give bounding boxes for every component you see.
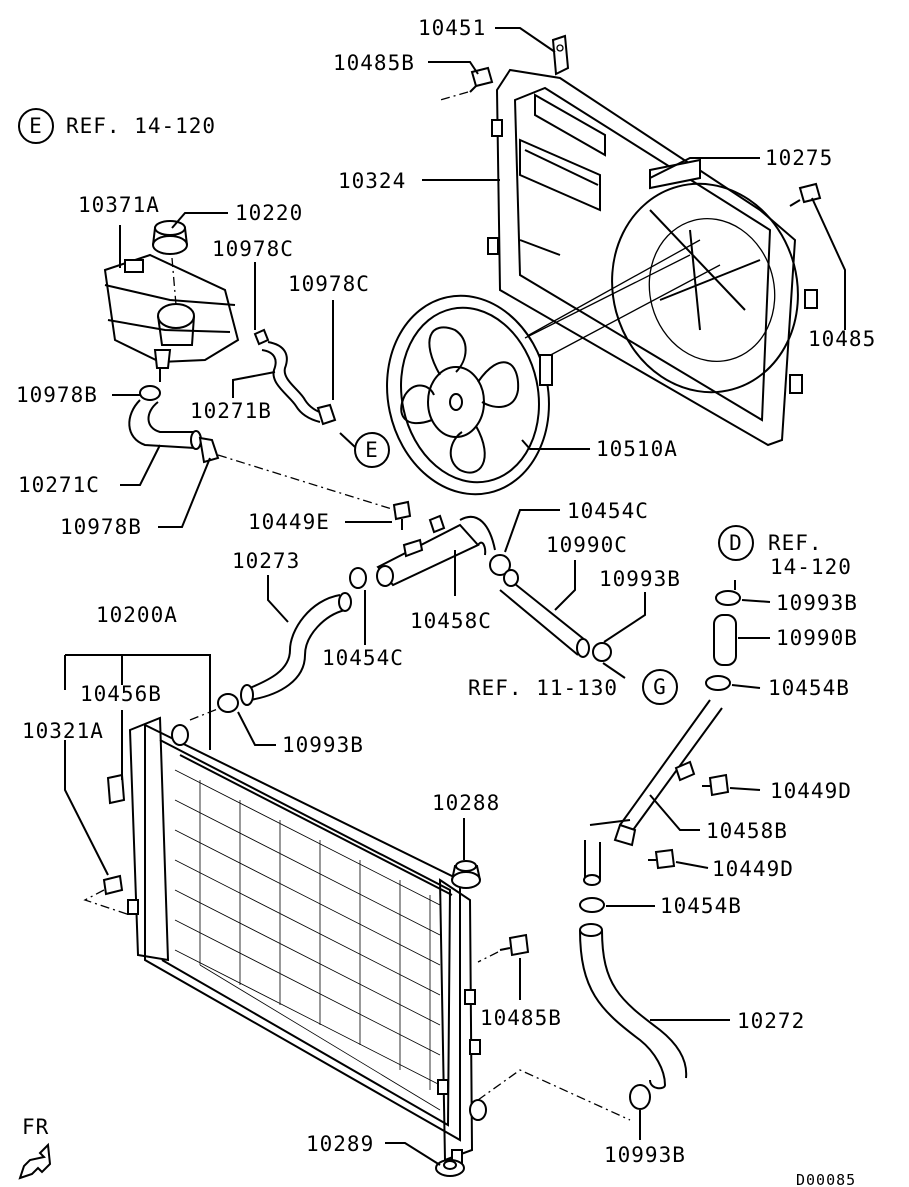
clamp-10454b-bottom [579, 897, 605, 913]
label-10449e: 10449E [248, 510, 330, 534]
connector-badge-letter: E [365, 438, 379, 462]
label-10371a: 10371A [78, 193, 160, 217]
label-10220: 10220 [235, 201, 303, 225]
label-10449d: 10449D [770, 779, 852, 803]
clamp-10454b-top [705, 675, 731, 691]
bracket-10456b [106, 773, 126, 805]
label-10273: 10273 [232, 549, 300, 573]
label-10993b: 10993B [604, 1143, 686, 1167]
mount-10288 [451, 860, 481, 889]
ref-text-line2: 14-120 [770, 555, 852, 579]
ref-badge-g: REF. 11-130 G [468, 669, 678, 705]
label-10978b: 10978B [60, 515, 142, 539]
label-10272: 10272 [737, 1009, 805, 1033]
label-10978b: 10978B [16, 383, 98, 407]
label-10288: 10288 [432, 791, 500, 815]
hose-10272 [579, 923, 688, 1090]
fan-shroud [487, 68, 818, 447]
clamp-10993b-upper [592, 642, 612, 662]
clamp-10993b-right-top [715, 590, 741, 606]
bolt-10485b-lower [477, 933, 530, 963]
clamp-10454c-right [489, 554, 511, 576]
clamp-10993b-bottom [629, 1084, 651, 1110]
label-10456b: 10456B [80, 682, 162, 706]
clamp-10454c-left [349, 567, 367, 589]
ref-badge-e-top: E REF. 14-120 [18, 108, 216, 144]
pipe-10458b [583, 699, 723, 886]
label-10485: 10485 [808, 327, 876, 351]
label-10978c: 10978C [288, 272, 370, 296]
ref-badge-letter: D [729, 531, 743, 555]
label-10451: 10451 [418, 16, 486, 40]
label-10275: 10275 [765, 146, 833, 170]
label-10324: 10324 [338, 169, 406, 193]
radiator-10200a [127, 716, 487, 1165]
label-10485b: 10485B [480, 1006, 562, 1030]
label-10449d: 10449D [712, 857, 794, 881]
connector-badge-e: E [354, 432, 390, 468]
bolt-10485b-top [439, 66, 494, 101]
hose-10271b [253, 328, 337, 426]
bracket-10451 [551, 34, 570, 76]
leader-lines [64, 27, 846, 1166]
ref-badge-letter: G [653, 675, 667, 699]
ref-text-11-130: REF. 11-130 [468, 676, 618, 700]
dash-leader-lower-hose [477, 1069, 631, 1121]
label-10200a: 10200A [96, 603, 178, 627]
label-10993b: 10993B [776, 591, 858, 615]
pipe-10458c [376, 514, 496, 587]
label-10271b: 10271B [190, 399, 272, 423]
bolt-10449e [392, 500, 412, 530]
hose-10990b [713, 614, 737, 666]
label-10993b: 10993B [282, 733, 364, 757]
label-10271c: 10271C [18, 473, 100, 497]
label-10454b: 10454B [660, 894, 742, 918]
label-10321a: 10321A [22, 719, 104, 743]
front-direction-indicator: FR [18, 1115, 52, 1180]
label-10458b: 10458B [706, 819, 788, 843]
label-10454b: 10454B [768, 676, 850, 700]
fan-10510a [386, 254, 691, 496]
clamp-10993b-left [217, 693, 239, 713]
hose-10271c [128, 385, 396, 511]
hose-10990c [499, 569, 590, 658]
label-10990c: 10990C [546, 533, 628, 557]
part-labels: 10451 10485B 10324 10275 10485 10371A 10… [16, 16, 876, 1167]
drain-plug-10321a [83, 874, 131, 916]
label-10454c: 10454C [322, 646, 404, 670]
label-10993b: 10993B [599, 567, 681, 591]
bolt-10449d-lower [648, 848, 676, 870]
label-10454c: 10454C [567, 499, 649, 523]
cap-10220 [152, 220, 188, 306]
drawing-code: D00085 [796, 1171, 856, 1187]
ref-text-14-120: REF. 14-120 [66, 114, 216, 138]
ref-badge-d: D REF. 14-120 [718, 525, 852, 579]
front-arrow-icon [18, 1142, 52, 1180]
mount-10289 [435, 1159, 465, 1177]
label-10990b: 10990B [776, 626, 858, 650]
hose-10273 [240, 592, 352, 706]
bolt-10485-right [789, 182, 822, 207]
ref-badge-letter: E [29, 114, 43, 138]
label-10510a: 10510A [596, 437, 678, 461]
label-10485b: 10485B [333, 51, 415, 75]
label-10458c: 10458C [410, 609, 492, 633]
front-label: FR [22, 1115, 49, 1139]
label-10978c: 10978C [212, 237, 294, 261]
bolt-10449d-upper [702, 773, 730, 797]
label-10289: 10289 [306, 1132, 374, 1156]
reservoir-tank-10371a [103, 253, 240, 382]
ref-text-line1: REF. [768, 531, 823, 555]
dash-leader-upper-hose [189, 707, 221, 721]
